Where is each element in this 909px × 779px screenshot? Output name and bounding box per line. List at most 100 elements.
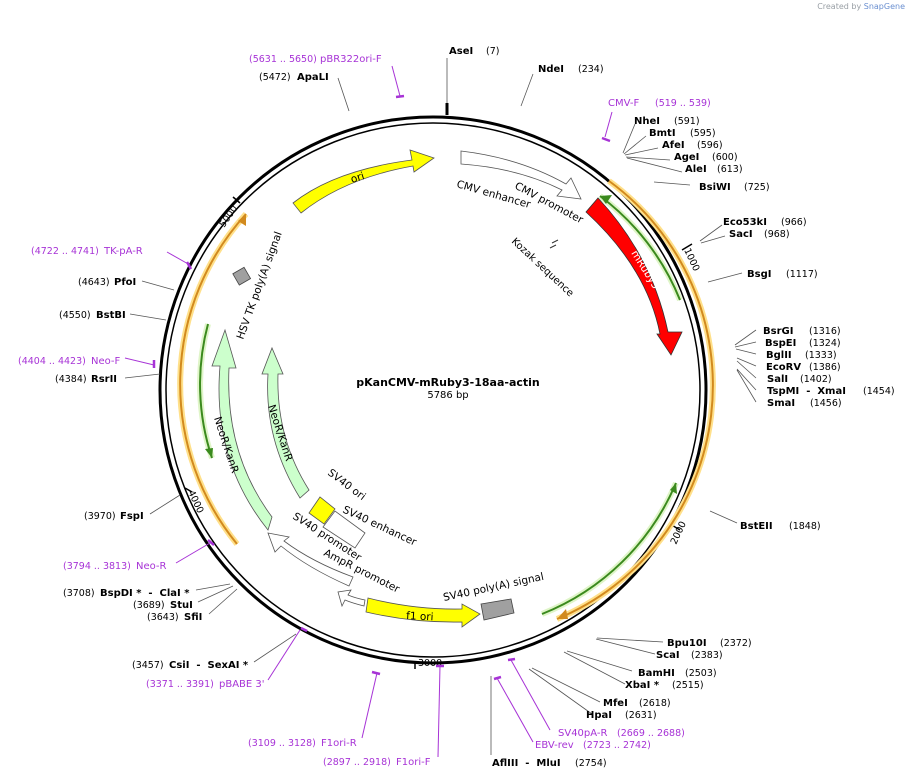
site-bamhi-pos: (2503): [685, 668, 717, 679]
site-tspmi-xmai-name: TspMI - XmaI: [767, 386, 846, 397]
site-bsiwi-name: BsiWI: [699, 182, 731, 193]
primer-cmvf-name: CMV-F: [608, 98, 639, 109]
site-asei-pos: (7): [486, 46, 499, 57]
orf-orange-left-arrowhead: [238, 214, 246, 226]
sv40-polya-box: [480, 598, 515, 621]
leader-csii: [253, 633, 297, 663]
tick-5000: [232, 196, 241, 204]
tick-label-3000: 3000: [418, 658, 442, 669]
kozak-mark-2: [549, 244, 557, 249]
primer-sv40pa-name: SV40pA-R: [558, 728, 607, 739]
mruby3-arrow: [585, 197, 683, 356]
site-pfoi-pos: (4643): [78, 277, 110, 288]
primer-leader-pbabe: [267, 629, 301, 681]
orf-orange-right: [556, 180, 714, 620]
sv40-polya-label: SV40 poly(A) signal: [442, 571, 545, 604]
leader-cluster-bamhi: [563, 650, 633, 685]
orf-green-left-arrowhead: [205, 448, 213, 458]
site-nhei-name: NheI: [634, 116, 660, 127]
site-bspei-pos: (1324): [809, 338, 841, 349]
site-leaders: [124, 58, 757, 755]
leader-ndei: [520, 73, 534, 107]
feature-sv40: SV40 ori SV40 enhancer SV40 promoter Amp…: [267, 467, 419, 608]
primer-pbabe-range: (3371 .. 3391): [146, 679, 214, 690]
site-sali-name: SalI: [767, 374, 788, 385]
site-stui-name: StuI: [170, 600, 193, 611]
leader-bsgi: [707, 272, 743, 283]
site-alei-pos: (613): [717, 164, 743, 175]
site-saci-name: SacI: [729, 229, 753, 240]
site-bmti-pos: (595): [690, 128, 716, 139]
sv40-enhancer-box: [322, 510, 366, 549]
site-apali-pos: (5472): [259, 72, 291, 83]
primer-f1orif-range: (2897 .. 2918): [323, 757, 391, 768]
site-smai-name: SmaI: [767, 398, 795, 409]
site-asei-name: AseI: [449, 46, 473, 57]
feature-kozak: Kozak sequence: [509, 236, 576, 299]
site-pfoi-name: PfoI: [114, 277, 136, 288]
primer-mark-cmvf: [601, 136, 611, 143]
plasmid-name: pKanCMV-mRuby3-18aa-actin: [356, 376, 540, 389]
site-scai-pos: (2383): [691, 650, 723, 661]
leader-bstbi: [129, 313, 167, 321]
leader-cluster-nhei: [622, 123, 683, 173]
site-ndei-pos: (234): [578, 64, 604, 75]
primer-f1orir-range: (3109 .. 3128): [248, 738, 316, 749]
cmv-promoter-arrow: [460, 150, 582, 200]
site-bglii-pos: (1333): [805, 350, 837, 361]
site-bspdi-clai-name: BspDI * - ClaI *: [100, 588, 190, 599]
site-agei-pos: (600): [712, 152, 738, 163]
primer-neof-name: Neo-F: [91, 356, 121, 367]
site-bsrgi-name: BsrGI: [763, 326, 793, 337]
site-ecorv-pos: (1386): [809, 362, 841, 373]
site-sali-pos: (1402): [800, 374, 832, 385]
site-afei-pos: (596): [697, 140, 723, 151]
orf-orange-left: [179, 213, 247, 545]
leader-apali: [337, 77, 350, 112]
primer-mark-tkpa: [185, 261, 193, 270]
primer-tkpa-range: (4722 .. 4741): [31, 246, 99, 257]
neor-outer-arrow: [211, 328, 273, 531]
primer-mark-f1orir: [371, 670, 381, 676]
leader-cluster-eco53ki: [699, 224, 726, 244]
site-sfii-pos: (3643): [147, 612, 179, 623]
primer-leader-neor: [175, 542, 211, 564]
site-bglii-name: BglII: [766, 350, 792, 361]
primer-mark-neor: [207, 539, 215, 546]
tick-1000: [681, 243, 693, 251]
neor-inner-arrow: [261, 346, 310, 499]
primer-leader-neof: [124, 357, 155, 366]
site-bsteii-name: BstEII: [740, 521, 773, 532]
leader-cluster-bsrgi: [734, 329, 757, 403]
site-ndei-name: NdeI: [538, 64, 564, 75]
site-xbai-name: XbaI *: [625, 680, 660, 691]
feature-neor: NeoR/KanR NeoR/KanR: [211, 328, 310, 531]
backbone-outer-circle: [158, 115, 708, 665]
sv40-ori-box: [308, 496, 336, 525]
feature-hsv-tk: HSV TK poly(A) signal: [232, 230, 285, 341]
leader-cluster-bpu10i: [595, 637, 664, 655]
feature-f1-ori: f1 ori: [365, 597, 481, 628]
primer-sv40pa-range: (2669 .. 2688): [617, 728, 685, 739]
site-sfii-name: SfiI: [184, 612, 202, 623]
site-rsrii-name: RsrII: [91, 374, 117, 385]
site-scai-name: ScaI: [656, 650, 680, 661]
site-csii-sexai-name: CsiI - SexAI *: [169, 660, 249, 671]
ori-arrow: [292, 149, 435, 214]
f1-ori-label: f1 ori: [406, 610, 434, 623]
hsv-tk-label: HSV TK poly(A) signal: [235, 230, 285, 341]
site-apali-name: ApaLI: [297, 72, 329, 83]
tick-4000: [184, 487, 193, 493]
plasmid-length: 5786 bp: [427, 390, 468, 401]
sv40-promoter-arrow: [267, 532, 354, 587]
kozak-label: Kozak sequence: [509, 236, 576, 299]
feature-cmv: CMV enhancer CMV promoter: [455, 150, 586, 226]
snapgene-logo: SnapGene: [863, 2, 905, 11]
primer-f1orir-name: F1ori-R: [321, 738, 357, 749]
site-bstbi-name: BstBI: [96, 310, 126, 321]
site-tspmi-xmai-pos: (1454): [863, 386, 895, 397]
primer-neor-range: (3794 .. 3813): [63, 561, 131, 572]
site-ecorv-name: EcoRV: [766, 362, 801, 373]
leader-rsrii: [124, 373, 161, 379]
